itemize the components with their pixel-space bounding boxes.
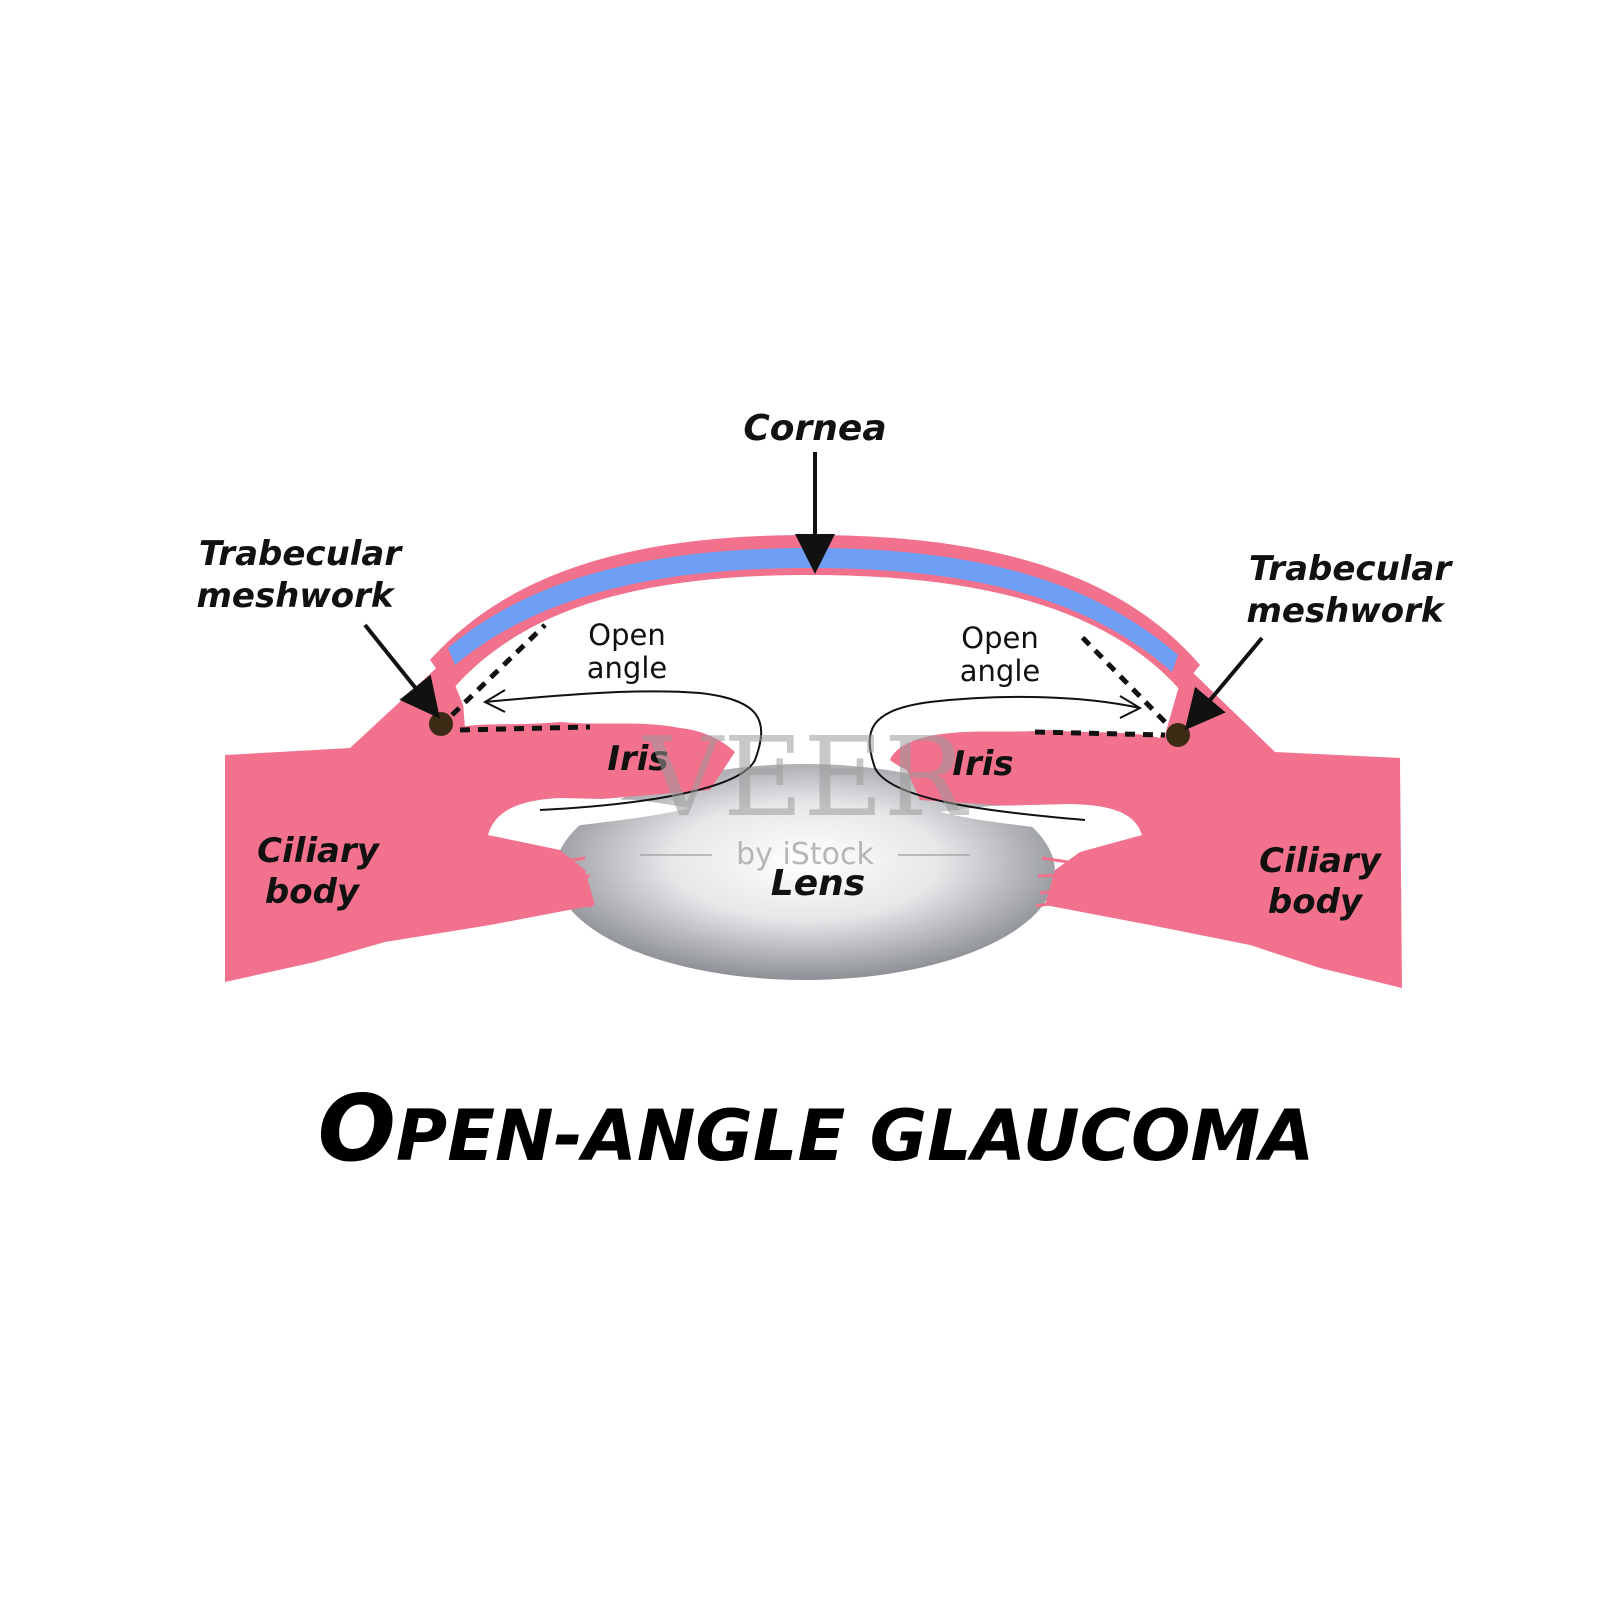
diagram-title-rest: PEN-ANGLE GLAUCOMA: [396, 1095, 1314, 1177]
trabecular-right-pointer-arrow: [1184, 636, 1264, 731]
open-angle-left-label-line2: angle: [587, 651, 667, 685]
trabecular-right-label-line2: meshwork: [1246, 591, 1445, 631]
anterior-chamber: [462, 585, 1160, 738]
cornea-label: Cornea: [743, 408, 886, 449]
trabecular-left-label-line1: Trabecular: [199, 534, 404, 574]
ciliary-right-label-line2: body: [1268, 882, 1364, 922]
aqueous-flow-arrow-left: [484, 690, 763, 811]
iris-right-label: Iris: [952, 744, 1013, 784]
posterior-chamber-right: [940, 804, 1142, 838]
open-angle-right-label-line2: angle: [960, 654, 1040, 688]
posterior-chamber-left: [488, 798, 690, 836]
aqueous-flow-arrowhead-right: [1119, 695, 1143, 719]
trabecular-meshwork-left: [429, 712, 453, 736]
ciliary-left-label-line1: Ciliary: [257, 831, 381, 871]
lens-label: Lens: [771, 863, 865, 904]
trabecular-right-label-line1: Trabecular: [1249, 549, 1454, 589]
watermark-main: VEER: [642, 713, 970, 841]
trabecular-left-pointer-arrow: [363, 623, 441, 719]
watermark-sub: by iStock: [736, 837, 874, 872]
open-angle-right-label-line1: Open: [961, 621, 1038, 655]
diagram-title: OPEN-ANGLE GLAUCOMA: [318, 1075, 1315, 1182]
zonule-fibers-right: [1035, 856, 1069, 908]
ciliary-right-label-line1: Ciliary: [1259, 841, 1383, 881]
trabecular-meshwork-right: [1166, 723, 1190, 747]
aqueous-flow-arrow-right: [868, 695, 1141, 821]
cornea-blue-layer: [448, 548, 1178, 672]
open-angle-left-label-line1: Open: [588, 618, 665, 652]
diagram-title-initial: O: [318, 1075, 396, 1182]
ciliary-left-label-line2: body: [265, 872, 361, 912]
trabecular-left-label-line2: meshwork: [196, 576, 395, 616]
iris-left: [455, 722, 735, 790]
lens-shape: [555, 764, 1055, 980]
aqueous-flow-arrowhead-left: [482, 689, 506, 713]
iris-right: [890, 730, 1160, 792]
zonule-fibers-left: [559, 856, 593, 908]
angle-dashed-lines: [450, 623, 1167, 738]
iris-left-label: Iris: [607, 739, 668, 779]
